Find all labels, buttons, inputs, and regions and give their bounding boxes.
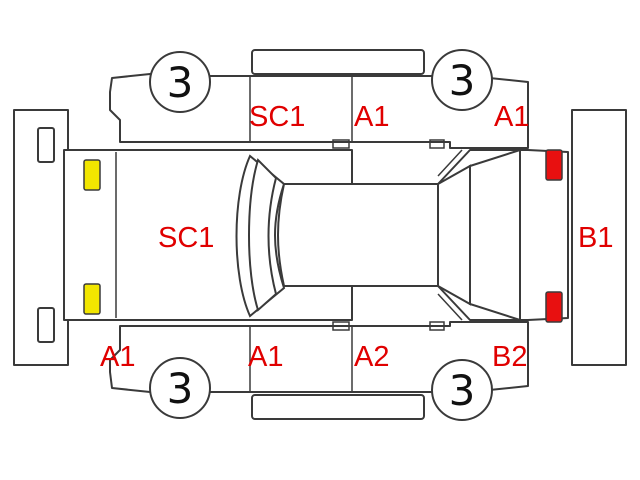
rear-glass bbox=[437, 164, 471, 306]
damage-code-bottom-front-door: A1 bbox=[248, 341, 283, 373]
tailgate bbox=[469, 148, 521, 322]
tire-rear-left: 3 bbox=[431, 49, 493, 111]
tire-front-left: 3 bbox=[149, 51, 211, 113]
damage-code-top-rear-fender: A1 bbox=[494, 101, 529, 133]
tire-grade-front-left: 3 bbox=[167, 58, 194, 107]
damage-code-rear-end: B1 bbox=[578, 222, 613, 254]
tire-front-right: 3 bbox=[149, 357, 211, 419]
damage-code-top-front-door: SC1 bbox=[249, 101, 305, 133]
damage-code-top-rear-door: A1 bbox=[354, 101, 389, 133]
tire-rear-right: 3 bbox=[431, 359, 493, 421]
car-body-top-view bbox=[63, 148, 569, 322]
rear-bumper bbox=[571, 109, 627, 366]
top-side-step bbox=[251, 49, 425, 75]
bottom-side-step bbox=[251, 394, 425, 420]
tire-grade-rear-left: 3 bbox=[449, 56, 476, 105]
taillight-left bbox=[545, 149, 563, 181]
damage-code-bottom-front-fender: A1 bbox=[100, 341, 135, 373]
taillight-right bbox=[545, 291, 563, 323]
roof bbox=[277, 183, 439, 287]
tire-grade-rear-right: 3 bbox=[449, 366, 476, 415]
front-bumper bbox=[13, 109, 69, 366]
tire-grade-front-right: 3 bbox=[167, 364, 194, 413]
damage-code-bottom-rear-door: A2 bbox=[354, 341, 389, 373]
headlight-right bbox=[83, 283, 101, 315]
damage-code-hood: SC1 bbox=[158, 222, 214, 254]
damage-code-bottom-rear-fender: B2 bbox=[492, 341, 527, 373]
headlight-left bbox=[83, 159, 101, 191]
